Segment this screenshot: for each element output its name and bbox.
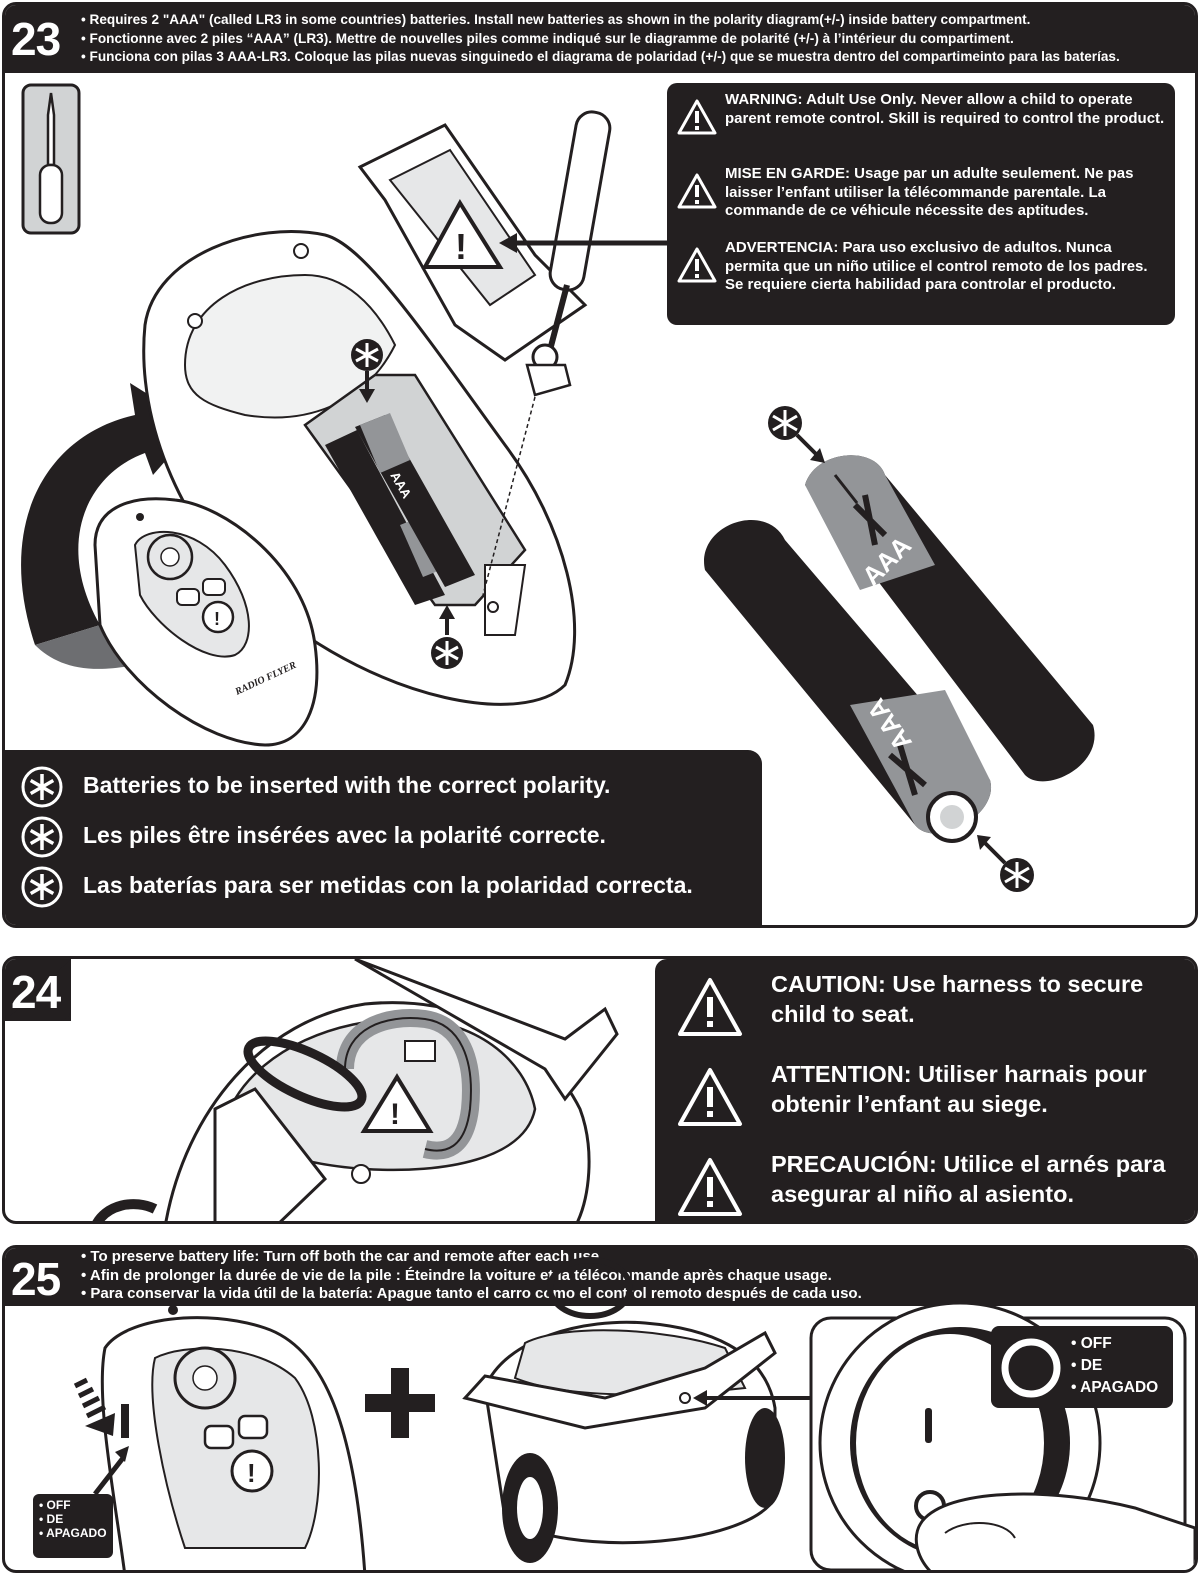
instruction-line: • To preserve battery life: Turn off bot…: [81, 1248, 604, 1265]
caution-item: PRECAUCIÓN: Utilice el arnés para asegur…: [655, 1149, 1189, 1221]
step-24-panel: ! 24 CAUTION: Use harness to secure chil…: [2, 956, 1198, 1224]
battery-install-illustration: AAA !: [21, 83, 1095, 892]
polarity-star-icon: [21, 766, 63, 808]
svg-text:!: !: [214, 609, 220, 629]
remote-control: !: [100, 1305, 367, 1570]
caution-text: PRECAUCIÓN: Utilice el arnés para asegur…: [771, 1151, 1166, 1207]
caution-item: CAUTION: Use harness to secure child to …: [655, 969, 1189, 1041]
caution-box: CAUTION: Use harness to secure child to …: [655, 959, 1195, 1221]
aaa-battery: AAA: [704, 519, 992, 843]
aaa-battery: AAA: [805, 455, 1095, 782]
remote-control: ! RADIO FLYER: [93, 497, 319, 747]
car-underside: AAA: [142, 230, 577, 706]
instruction-line: • Afin de prolonger la durée de vie de l…: [81, 1266, 832, 1284]
off-label: • APAGADO: [1071, 1379, 1159, 1396]
caution-text: ATTENTION: Utiliser harnais pour obtenir…: [771, 1061, 1147, 1117]
power-off-circle-icon: [1001, 1338, 1061, 1398]
warning-triangle-icon: [677, 173, 717, 209]
polarity-note-text: Batteries to be inserted with the correc…: [83, 772, 611, 798]
warning-box: WARNING: Adult Use Only. Never allow a c…: [667, 83, 1175, 325]
warning-triangle-icon: [677, 247, 717, 283]
warning-triangle-icon: [678, 1158, 742, 1216]
polarity-note-text: Las baterías para ser metidas con la pol…: [83, 872, 693, 898]
off-label: • OFF: [39, 1498, 71, 1512]
svg-text:!: !: [455, 226, 467, 267]
instruction-line: • Funciona con pilas 3 AAA-LR3. Coloque …: [81, 49, 1120, 64]
svg-text:!: !: [390, 1098, 400, 1131]
arrow-icon: [93, 1456, 125, 1496]
off-label: • OFF: [1071, 1335, 1112, 1352]
polarity-star-icon: [21, 866, 63, 908]
step-number: 24: [11, 966, 61, 1018]
power-off-illustration: !: [73, 1257, 1195, 1570]
polarity-star-icon: [431, 605, 463, 669]
car-rear: [462, 1257, 785, 1563]
screwdriver-icon: [21, 83, 81, 235]
off-label: • APAGADO: [39, 1526, 107, 1540]
polarity-star-icon: [351, 339, 383, 403]
caution-item: ATTENTION: Utiliser harnais pour obtenir…: [655, 1059, 1189, 1131]
instruction-line: • Requires 2 "AAA" (called LR3 in some c…: [81, 12, 1031, 27]
battery-cover: !: [357, 123, 588, 362]
step-25-header: 25 • To preserve battery life: Turn off …: [5, 1248, 1195, 1306]
step-number: 23: [11, 13, 61, 65]
plus-icon: [365, 1368, 435, 1438]
off-indicator-box: • OFF • DE • APAGADO: [991, 1326, 1173, 1408]
warning-triangle-icon: [678, 978, 742, 1036]
step-25-instructions: • To preserve battery life: Turn off bot…: [81, 1248, 1189, 1304]
warning-triangle-icon: [677, 99, 717, 135]
polarity-note-text: Les piles être insérées avec la polarité…: [83, 822, 606, 848]
polarity-notes-box: Batteries to be inserted with the correc…: [5, 750, 762, 925]
step-23-header: 23 • Requires 2 "AAA" (called LR3 in som…: [5, 5, 1195, 73]
warning-text: WARNING: Adult Use Only. Never allow a c…: [725, 91, 1165, 127]
polarity-star-icon: [21, 816, 63, 858]
step-25-panel: 25 • To preserve battery life: Turn off …: [2, 1245, 1198, 1573]
remote-off-labels: • OFF • DE • APAGADO: [33, 1494, 113, 1558]
polarity-star-icon: [768, 406, 825, 463]
off-label: • DE: [1071, 1357, 1103, 1374]
caution-text: CAUTION: Use harness to secure child to …: [771, 971, 1144, 1027]
arrow-down-icon: [73, 1377, 115, 1436]
step-23-panel: 23 • Requires 2 "AAA" (called LR3 in som…: [2, 2, 1198, 928]
arrow-left-icon: [499, 233, 667, 253]
warning-text: MISE EN GARDE: Usage par un adulte seule…: [725, 165, 1134, 219]
svg-text:!: !: [247, 1458, 256, 1488]
step-23-instructions: • Requires 2 "AAA" (called LR3 in some c…: [81, 11, 1189, 67]
warning-text: ADVERTENCIA: Para uso exclusivo de adult…: [725, 239, 1148, 293]
screwdriver: [482, 110, 612, 596]
instruction-line: • Para conservar la vida útil de la bate…: [81, 1285, 862, 1302]
car-seat-harness-illustration: !: [5, 959, 619, 1221]
off-labels: • OFF • DE • APAGADO: [1071, 1333, 1158, 1399]
step-number: 25: [11, 1253, 61, 1305]
instruction-line: • Fonctionne avec 2 piles “AAA” (LR3). M…: [81, 30, 1014, 46]
warning-triangle-icon: [678, 1068, 742, 1126]
off-label: • DE: [39, 1512, 64, 1526]
polarity-star-icon: [977, 835, 1034, 892]
